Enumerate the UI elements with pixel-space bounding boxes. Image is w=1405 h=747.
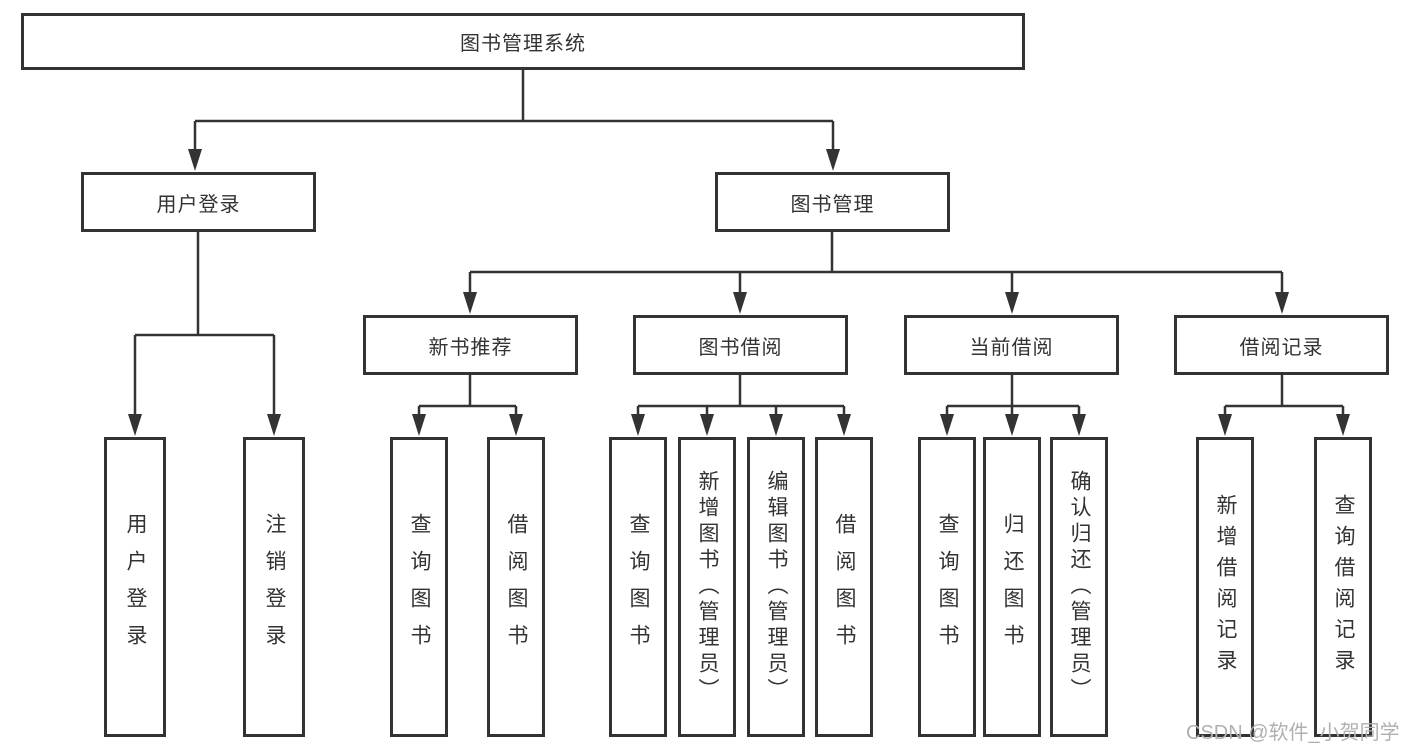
node-leaf-confirm-return-admin: 确认归还（管理员）: [1050, 437, 1108, 737]
node-root-label: 图书管理系统: [460, 33, 586, 55]
node-root: 图书管理系统: [21, 13, 1025, 70]
node-leaf-add-books-admin-label: 新增图书（管理员）: [696, 470, 719, 704]
node-leaf-user-login-label: 用户登录: [124, 513, 147, 661]
node-leaf-query-borrow-record-label: 查询借阅记录: [1332, 494, 1355, 680]
node-user-login-label: 用户登录: [156, 193, 241, 216]
node-leaf-add-borrow-record: 新增借阅记录: [1196, 437, 1254, 737]
node-leaf-edit-books-admin: 编辑图书（管理员）: [747, 437, 805, 737]
csdn-watermark: CSDN @软件_小贺同学: [1186, 722, 1400, 744]
node-borrow-records-label: 借阅记录: [1239, 336, 1324, 359]
node-borrow-records: 借阅记录: [1174, 315, 1389, 375]
node-leaf-add-books-admin: 新增图书（管理员）: [678, 437, 736, 737]
node-leaf-logout: 注销登录: [243, 437, 305, 737]
node-leaf-borrow-books-recommend: 借阅图书: [487, 437, 545, 737]
node-leaf-borrow-books-recommend-label: 借阅图书: [505, 513, 528, 661]
node-leaf-query-books-current: 查询图书: [918, 437, 976, 737]
node-leaf-user-login: 用户登录: [104, 437, 166, 737]
node-book-management: 图书管理: [715, 172, 950, 232]
node-leaf-query-books-current-label: 查询图书: [936, 513, 959, 661]
node-leaf-query-books-recommend-label: 查询图书: [408, 513, 431, 661]
arrowheads: [128, 149, 1350, 436]
node-book-borrow: 图书借阅: [633, 315, 848, 375]
node-leaf-query-books-recommend: 查询图书: [390, 437, 448, 737]
node-leaf-query-borrow-record: 查询借阅记录: [1314, 437, 1372, 737]
node-leaf-query-books-borrow-label: 查询图书: [627, 513, 650, 661]
node-leaf-return-books-label: 归还图书: [1001, 513, 1024, 661]
node-new-book-recommend-label: 新书推荐: [428, 336, 513, 359]
node-book-borrow-label: 图书借阅: [698, 336, 783, 359]
node-leaf-logout-label: 注销登录: [263, 513, 286, 661]
node-leaf-confirm-return-admin-label: 确认归还（管理员）: [1068, 470, 1091, 704]
node-user-login: 用户登录: [81, 172, 316, 232]
node-current-borrow: 当前借阅: [904, 315, 1119, 375]
node-leaf-edit-books-admin-label: 编辑图书（管理员）: [765, 470, 788, 704]
node-book-management-label: 图书管理: [790, 193, 875, 216]
node-leaf-return-books: 归还图书: [983, 437, 1041, 737]
node-current-borrow-label: 当前借阅: [969, 336, 1054, 359]
node-leaf-add-borrow-record-label: 新增借阅记录: [1214, 494, 1237, 680]
node-leaf-borrow-books-label: 借阅图书: [833, 513, 856, 661]
node-new-book-recommend: 新书推荐: [363, 315, 578, 375]
node-leaf-query-books-borrow: 查询图书: [609, 437, 667, 737]
node-leaf-borrow-books: 借阅图书: [815, 437, 873, 737]
